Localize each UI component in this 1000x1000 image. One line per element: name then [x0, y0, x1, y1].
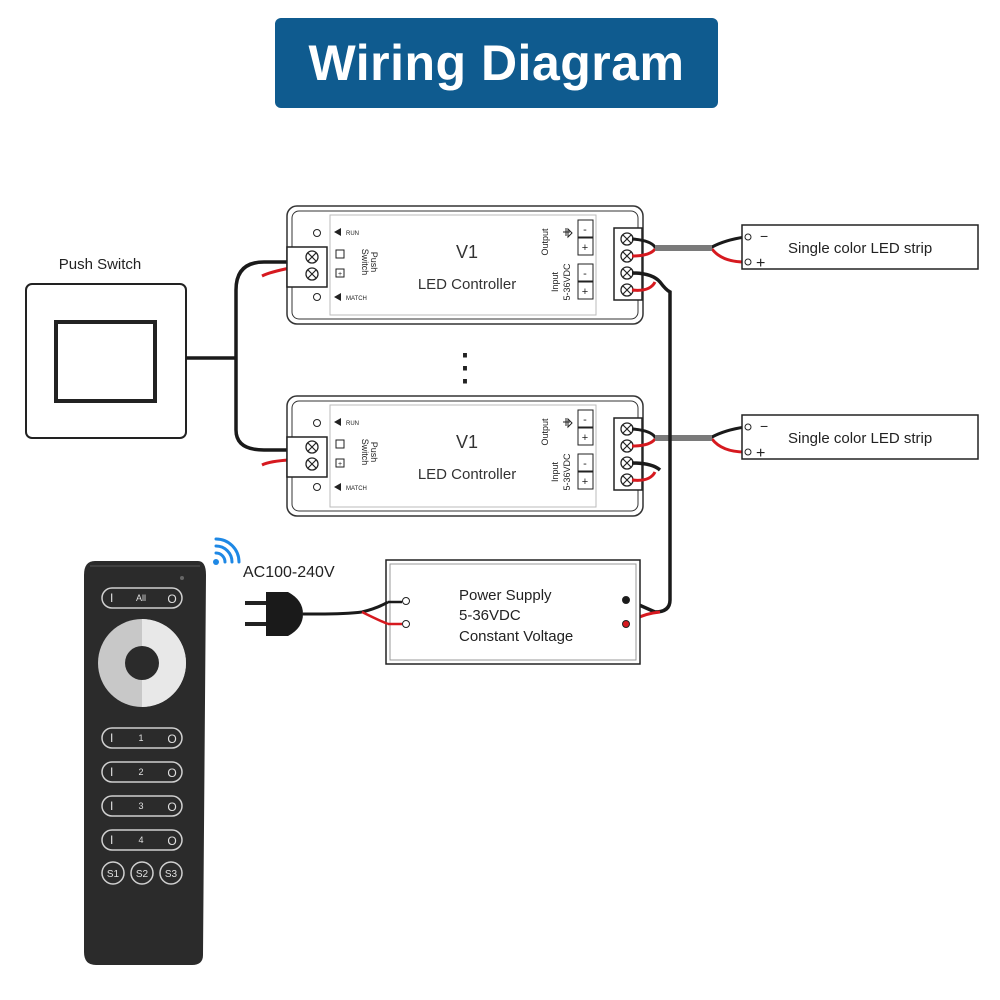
input-label-2: Input: [550, 461, 560, 482]
power-supply: Power Supply 5-36VDC Constant Voltage: [385, 559, 641, 665]
svg-text:+: +: [582, 242, 588, 254]
svg-text:O: O: [167, 834, 176, 848]
controller-name-2: V1: [456, 432, 478, 452]
controller-subtitle-2: LED Controller: [418, 466, 516, 483]
ac-plug: AC100-240V: [243, 564, 402, 636]
remote-scene-s2[interactable]: S2: [130, 861, 154, 885]
wireless-signal-icon: [213, 537, 241, 565]
remote-wheel-center[interactable]: [125, 646, 159, 680]
push-switch: Push Switch: [25, 256, 187, 439]
svg-text:1: 1: [138, 733, 143, 743]
svg-text:S2: S2: [136, 869, 149, 880]
svg-text:+: +: [338, 271, 342, 278]
svg-text:3: 3: [138, 801, 143, 811]
svg-text:O: O: [167, 732, 176, 746]
switch-label-1: Switch: [360, 249, 370, 276]
title-banner: Wiring Diagram: [275, 18, 718, 108]
svg-text:O: O: [167, 766, 176, 780]
power-supply-line2: 5-36VDC: [459, 607, 521, 624]
remote-scene-s3[interactable]: S3: [159, 861, 183, 885]
led-strip-1-plus: +: [756, 255, 765, 272]
controller-1: RUN MATCH + Push Switch V1 LED Controlle…: [286, 205, 644, 325]
switch-label-2: Switch: [360, 439, 370, 466]
svg-text:-: -: [583, 458, 587, 470]
led-strip-2-plus: +: [756, 445, 765, 462]
svg-text:-: -: [583, 414, 587, 426]
output-label-2: Output: [540, 418, 550, 446]
push-switch-button: [54, 320, 157, 403]
svg-text:+: +: [582, 286, 588, 298]
svg-text:2: 2: [138, 767, 143, 777]
remote-scene-s1[interactable]: S1: [101, 861, 125, 885]
push-switch-label: Push Switch: [59, 256, 142, 273]
led-strip-1-label: Single color LED strip: [788, 240, 932, 257]
page-title: Wiring Diagram: [308, 35, 685, 91]
ellipsis: ⋮: [446, 347, 484, 389]
remote-all-button[interactable]: [101, 587, 183, 609]
svg-text:4: 4: [138, 835, 143, 845]
input-voltage-1: 5-36VDC: [562, 263, 572, 301]
remote-all-label: All: [136, 593, 146, 603]
svg-text:-: -: [583, 268, 587, 280]
svg-text:I: I: [110, 765, 113, 779]
svg-text:+: +: [582, 432, 588, 444]
svg-text:S3: S3: [165, 869, 178, 880]
run-label-1: RUN: [346, 231, 359, 237]
svg-text:I: I: [110, 731, 113, 745]
push-label-1: Push: [369, 252, 379, 273]
match-label-2: MATCH: [346, 486, 367, 492]
svg-text:O: O: [167, 592, 176, 606]
led-strip-1: − + Single color LED strip: [741, 224, 979, 272]
remote-zone-3[interactable]: I 3 O: [101, 795, 183, 817]
input-label-1: Input: [550, 271, 560, 292]
svg-text:+: +: [338, 461, 342, 468]
svg-text:+: +: [582, 476, 588, 488]
remote-control: I All O I 1 O I 2 O I 3 O I 4 O: [84, 561, 206, 965]
ac-voltage-label: AC100-240V: [243, 564, 335, 581]
remote-zone-2[interactable]: I 2 O: [101, 761, 183, 783]
svg-text:-: -: [583, 224, 587, 236]
controller-subtitle-1: LED Controller: [418, 276, 516, 293]
push-label-2: Push: [369, 442, 379, 463]
remote-zone-4[interactable]: I 4 O: [101, 829, 183, 851]
svg-text:O: O: [167, 800, 176, 814]
controller-2: RUN MATCH + Push Switch V1 LED Controlle…: [286, 395, 644, 517]
led-strip-1-minus: −: [760, 228, 768, 244]
input-voltage-2: 5-36VDC: [562, 453, 572, 491]
power-supply-line3: Constant Voltage: [459, 628, 573, 645]
led-strip-2: − + Single color LED strip: [741, 414, 979, 462]
match-label-1: MATCH: [346, 296, 367, 302]
output-wires: [631, 235, 746, 454]
power-supply-line1: Power Supply: [459, 587, 552, 604]
svg-text:I: I: [110, 799, 113, 813]
controller-name-1: V1: [456, 242, 478, 262]
svg-text:S1: S1: [107, 869, 120, 880]
svg-text:I: I: [110, 591, 113, 605]
remote-zone-1[interactable]: I 1 O: [101, 727, 183, 749]
led-strip-2-label: Single color LED strip: [788, 430, 932, 447]
output-label-1: Output: [540, 228, 550, 256]
svg-text:I: I: [110, 833, 113, 847]
led-strip-2-minus: −: [760, 418, 768, 434]
run-label-2: RUN: [346, 421, 359, 427]
